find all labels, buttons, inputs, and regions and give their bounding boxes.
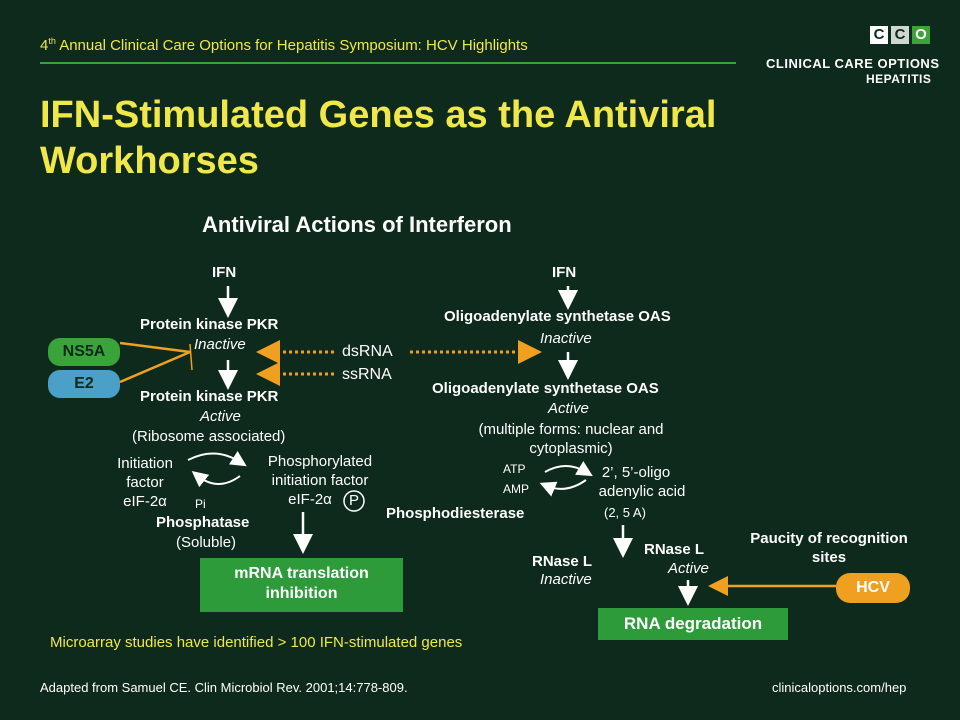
citation: Adapted from Samuel CE. Clin Microbiol R… (40, 680, 408, 695)
oas-active-title: Oligoadenylate synthetase OAS (432, 380, 659, 397)
source-url: clinicaloptions.com/hep (772, 680, 907, 695)
arrow-atp-to-oligo (544, 461, 593, 477)
pkr-inactive-title: Protein kinase PKR (140, 316, 279, 333)
oas-inactive-title: Oligoadenylate synthetase OAS (444, 308, 671, 325)
e2-inhibition-line (119, 350, 191, 384)
atp-label: ATP (503, 462, 526, 476)
logo-letter-o: O (912, 26, 930, 44)
left-ifn-label: IFN (212, 264, 237, 281)
ssrna-label: ssRNA (342, 366, 392, 383)
e2-badge: E2 (48, 370, 120, 398)
oas-active-note: (multiple forms: nuclear and cytoplasmic… (478, 421, 664, 457)
mrna-inhibition-box: mRNA translation inhibition (200, 558, 403, 612)
pkr-inactive-state: Inactive (194, 336, 246, 353)
arrow-oligo-to-amp (539, 479, 587, 497)
phosphatase-label: Phosphatase (156, 514, 250, 531)
inhibition-bar (189, 343, 193, 371)
paucity-label: Paucity of recognition sites (750, 530, 908, 566)
cco-logo: C C O (870, 26, 930, 44)
phosphate-circle (343, 490, 365, 512)
oas-active-state: Active (548, 400, 589, 417)
phosphate-label: P (349, 492, 360, 509)
header-divider (40, 62, 736, 64)
ns5a-badge: NS5A (48, 338, 120, 366)
dsrna-label: dsRNA (342, 343, 393, 360)
rna-degradation-box: RNA degradation (598, 608, 788, 640)
logo-subbrand: HEPATITIS (866, 72, 932, 86)
pkr-active-title: Protein kinase PKR (140, 388, 279, 405)
oas-inactive-state: Inactive (540, 330, 592, 347)
rnasel-inactive-title: RNase L (532, 553, 593, 570)
pi-label: Pi (195, 497, 206, 511)
hcv-badge: HCV (836, 573, 910, 603)
arrow-dephosphorylation (191, 471, 241, 488)
ns5a-inhibition-line (119, 341, 191, 354)
rnasel-active-title: RNase L (644, 541, 705, 558)
amp-label: AMP (503, 482, 530, 496)
initiation-factor-label: Initiation factor eIF-2α (117, 455, 173, 510)
diagram-heading: Antiviral Actions of Interferon (202, 212, 512, 237)
header-title: 4th Annual Clinical Care Options for Hep… (40, 36, 528, 54)
logo-letter-c: C (870, 26, 888, 44)
arrow-phosphorylation (187, 450, 247, 467)
logo-wordmark: CLINICAL CARE OPTIONS (766, 56, 940, 71)
phosphorylated-factor-label: Phosphorylated initiation factor eIF-2α (267, 453, 373, 508)
pkr-active-note: (Ribosome associated) (132, 428, 286, 445)
rnasel-active-state: Active (668, 560, 709, 577)
right-ifn-label: IFN (552, 264, 577, 281)
phosphodiesterase-label: Phosphodiesterase (386, 505, 525, 522)
rnasel-inactive-state: Inactive (540, 571, 592, 588)
microarray-note: Microarray studies have identified > 100… (50, 634, 463, 651)
logo-letter-c: C (891, 26, 909, 44)
pkr-active-state: Active (200, 408, 241, 425)
oligoadenylate-label: 2’, 5’-oligo adenylic acid (598, 464, 686, 500)
phosphatase-note: (Soluble) (176, 534, 237, 551)
oligo-abbrev: (2, 5 A) (604, 505, 646, 520)
page-title: IFN-Stimulated Genes as the Antiviral Wo… (40, 94, 717, 182)
